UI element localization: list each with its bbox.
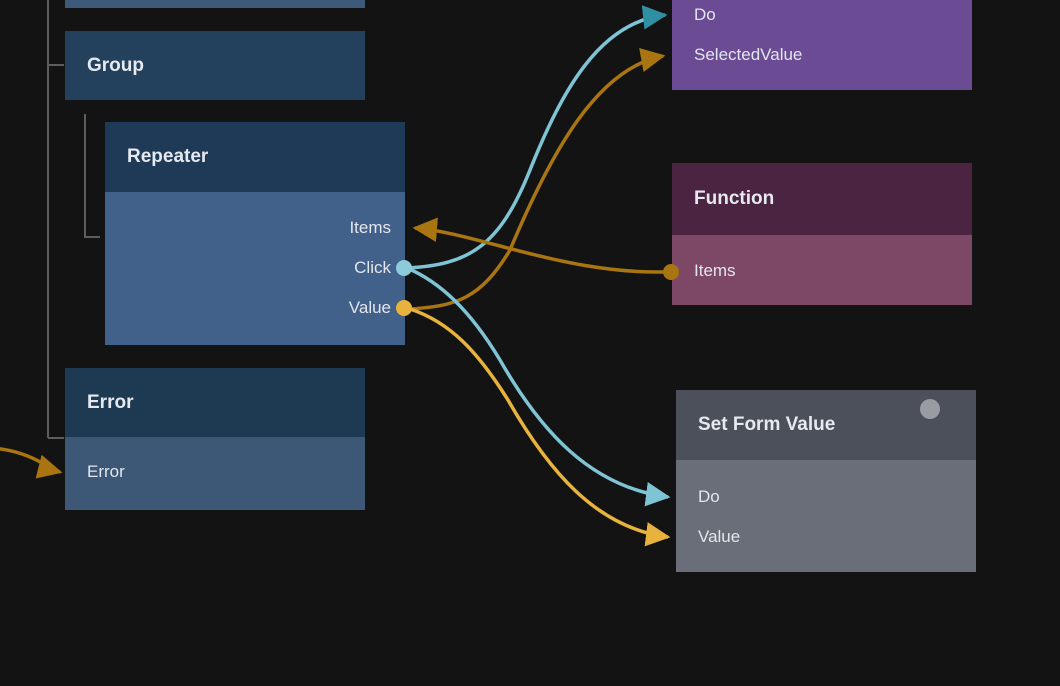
edge-value-to-selectedvalue [409, 47, 666, 311]
node-error-body: Error [65, 437, 365, 510]
node-dropdown[interactable]: Do SelectedValue [672, 0, 972, 90]
status-indicator-icon [920, 399, 940, 419]
edge-value-to-setform-value [409, 307, 671, 547]
node-repeater[interactable]: Repeater Items Click Value [105, 122, 405, 345]
edge-click-to-setform-do [406, 266, 671, 507]
node-function-body: Items [672, 235, 972, 305]
port-setform-do[interactable]: Do [698, 487, 720, 506]
node-group-title: Group [87, 54, 144, 76]
edge-incoming-to-error [0, 447, 63, 479]
node-repeater-body: Items Click Value [105, 192, 405, 345]
port-repeater-value[interactable]: Value [348, 298, 391, 317]
port-dot-function-items[interactable] [663, 264, 679, 280]
port-setform-value[interactable]: Value [698, 527, 741, 546]
edge-function-items-to-repeater-items [412, 217, 666, 274]
port-error-error[interactable]: Error [87, 462, 125, 481]
port-repeater-items[interactable]: Items [349, 218, 391, 237]
node-partial-top[interactable] [65, 0, 365, 8]
node-function[interactable]: Function Items [672, 163, 972, 305]
edge-click-to-do [406, 5, 668, 270]
node-dropdown-body: Do SelectedValue [672, 0, 972, 90]
port-function-items[interactable]: Items [694, 261, 736, 280]
node-repeater-title: Repeater [105, 122, 405, 192]
node-set-form-value-body: Do Value [676, 460, 976, 572]
node-error-title: Error [65, 368, 365, 437]
node-function-title: Function [672, 163, 972, 235]
port-dot-repeater-value[interactable] [396, 300, 412, 316]
port-dropdown-selectedvalue[interactable]: SelectedValue [694, 45, 803, 64]
port-dot-repeater-click[interactable] [396, 260, 412, 276]
port-dropdown-do[interactable]: Do [694, 5, 716, 24]
port-repeater-click[interactable]: Click [354, 258, 391, 277]
node-set-form-value[interactable]: Set Form Value Do Value [676, 390, 976, 572]
node-group[interactable]: Group [65, 31, 365, 100]
node-error[interactable]: Error Error [65, 368, 365, 510]
